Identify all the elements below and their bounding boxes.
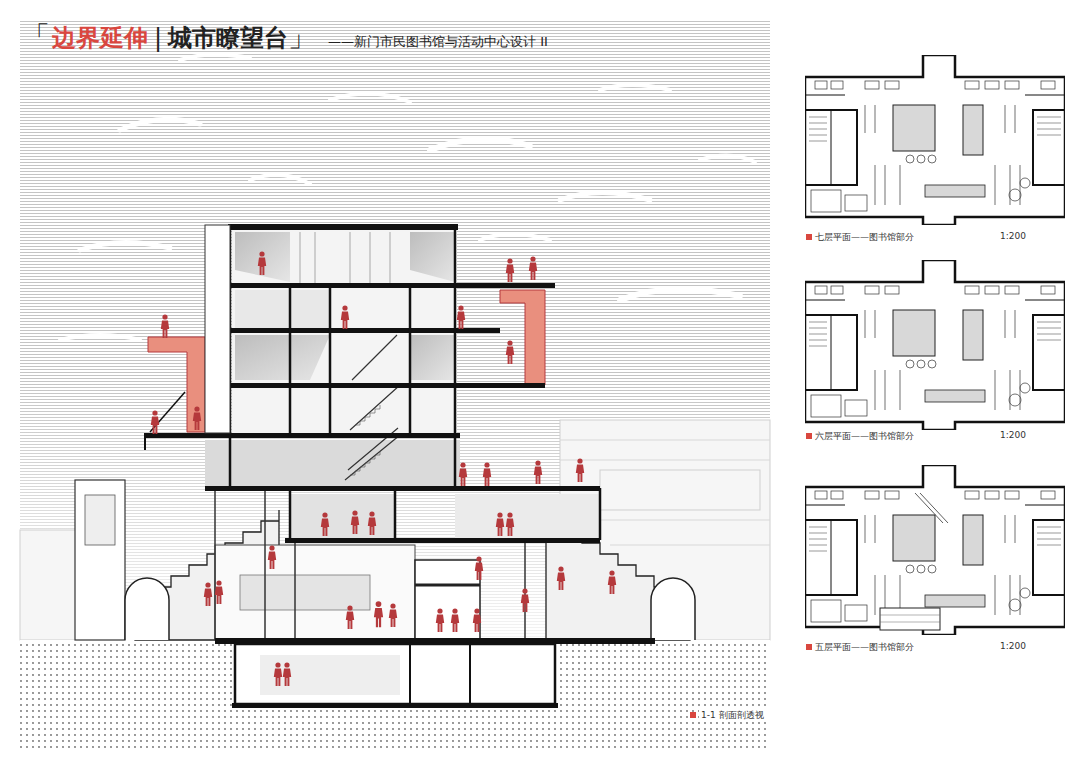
subtitle: ——新门市民图书馆与活动中心设计 II — [328, 33, 548, 51]
title-bracket: 「 — [22, 18, 50, 56]
title-divider: | — [154, 24, 162, 52]
scale-label: 1:200 — [1000, 641, 1026, 651]
scale-label: 1:200 — [1000, 231, 1026, 241]
plan-caption: 六层平面——图书馆部分 — [815, 430, 914, 443]
section-caption: 1-1 剖面剖透视 — [699, 709, 766, 722]
plan-caption: 五层平面——图书馆部分 — [815, 641, 914, 654]
board-header: 「边界延伸|城市瞭望台」 ——新门市民图书馆与活动中心设计 II — [22, 18, 548, 56]
board-title-part: 城市瞭望台 — [168, 22, 288, 54]
board-title: 边界延伸 — [52, 22, 148, 54]
scale-label: 1:200 — [1000, 430, 1026, 440]
title-bracket: 」 — [288, 18, 316, 56]
plan-caption: 七层平面——图书馆部分 — [815, 231, 914, 244]
